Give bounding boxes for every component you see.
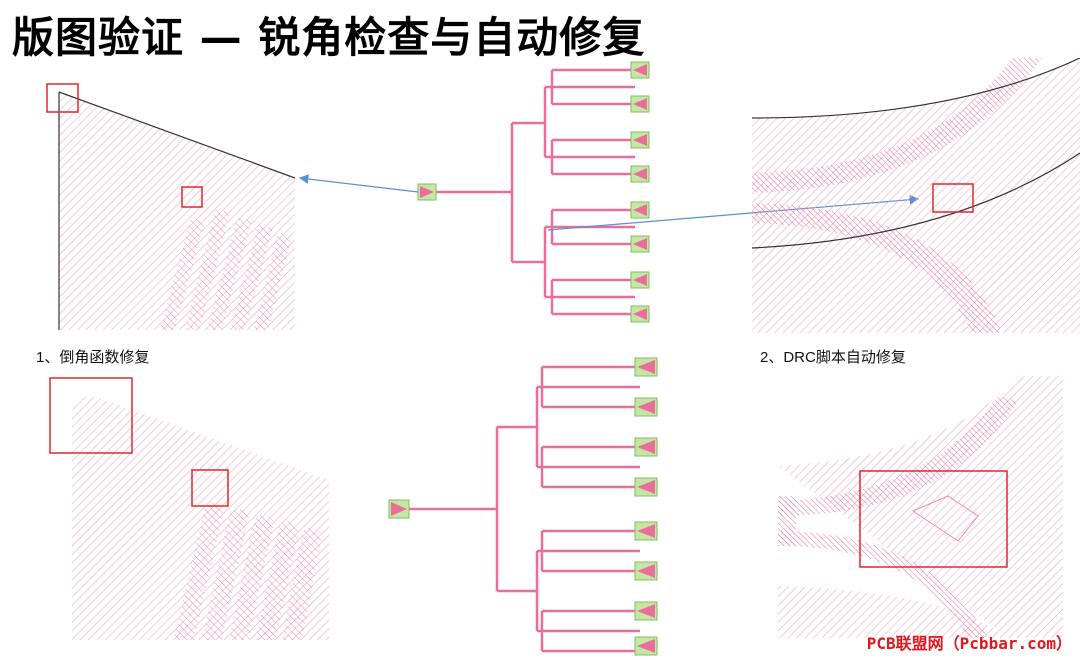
sharp-corner-highlight [46, 83, 79, 113]
drc-fixed-drawing [778, 376, 1063, 638]
fanout-tree-top-drawing [417, 61, 650, 323]
site-watermark: PCB联盟网（Pcbbar.com） [866, 634, 1072, 653]
sharp-corner-panel [40, 70, 295, 330]
source-pad-fixed [388, 499, 410, 519]
filleted-fingers [174, 502, 322, 640]
fanout-tree-bottom-drawing [388, 357, 658, 656]
finger-traces [160, 210, 292, 330]
fillet-finger-highlight [191, 469, 229, 507]
tree-traces-fixed [407, 365, 640, 653]
arrow-left-icon [298, 174, 419, 193]
acute-corner-panel [752, 58, 1080, 333]
sharp-corner-drawing [46, 83, 295, 330]
finger-corner-highlight [181, 186, 203, 208]
drc-fixed-panel [778, 376, 1063, 638]
page-title: 版图验证 — 锐角检查与自动修复 [12, 13, 646, 62]
acute-corner-highlight [932, 183, 974, 213]
caption-method1: 1、倒角函数修复 [36, 349, 150, 366]
acute-corner-drawing [752, 58, 1080, 333]
tree-traces [432, 68, 635, 316]
caption-method2: 2、DRC脚本自动修复 [760, 349, 906, 366]
fillet-fixed-drawing [49, 377, 329, 640]
drc-fix-highlight [859, 470, 1008, 568]
fillet-fixed-panel [44, 370, 329, 640]
fanout-tree-top [410, 60, 670, 330]
fillet-corner-highlight [49, 377, 133, 454]
fanout-tree-bottom [385, 352, 675, 657]
